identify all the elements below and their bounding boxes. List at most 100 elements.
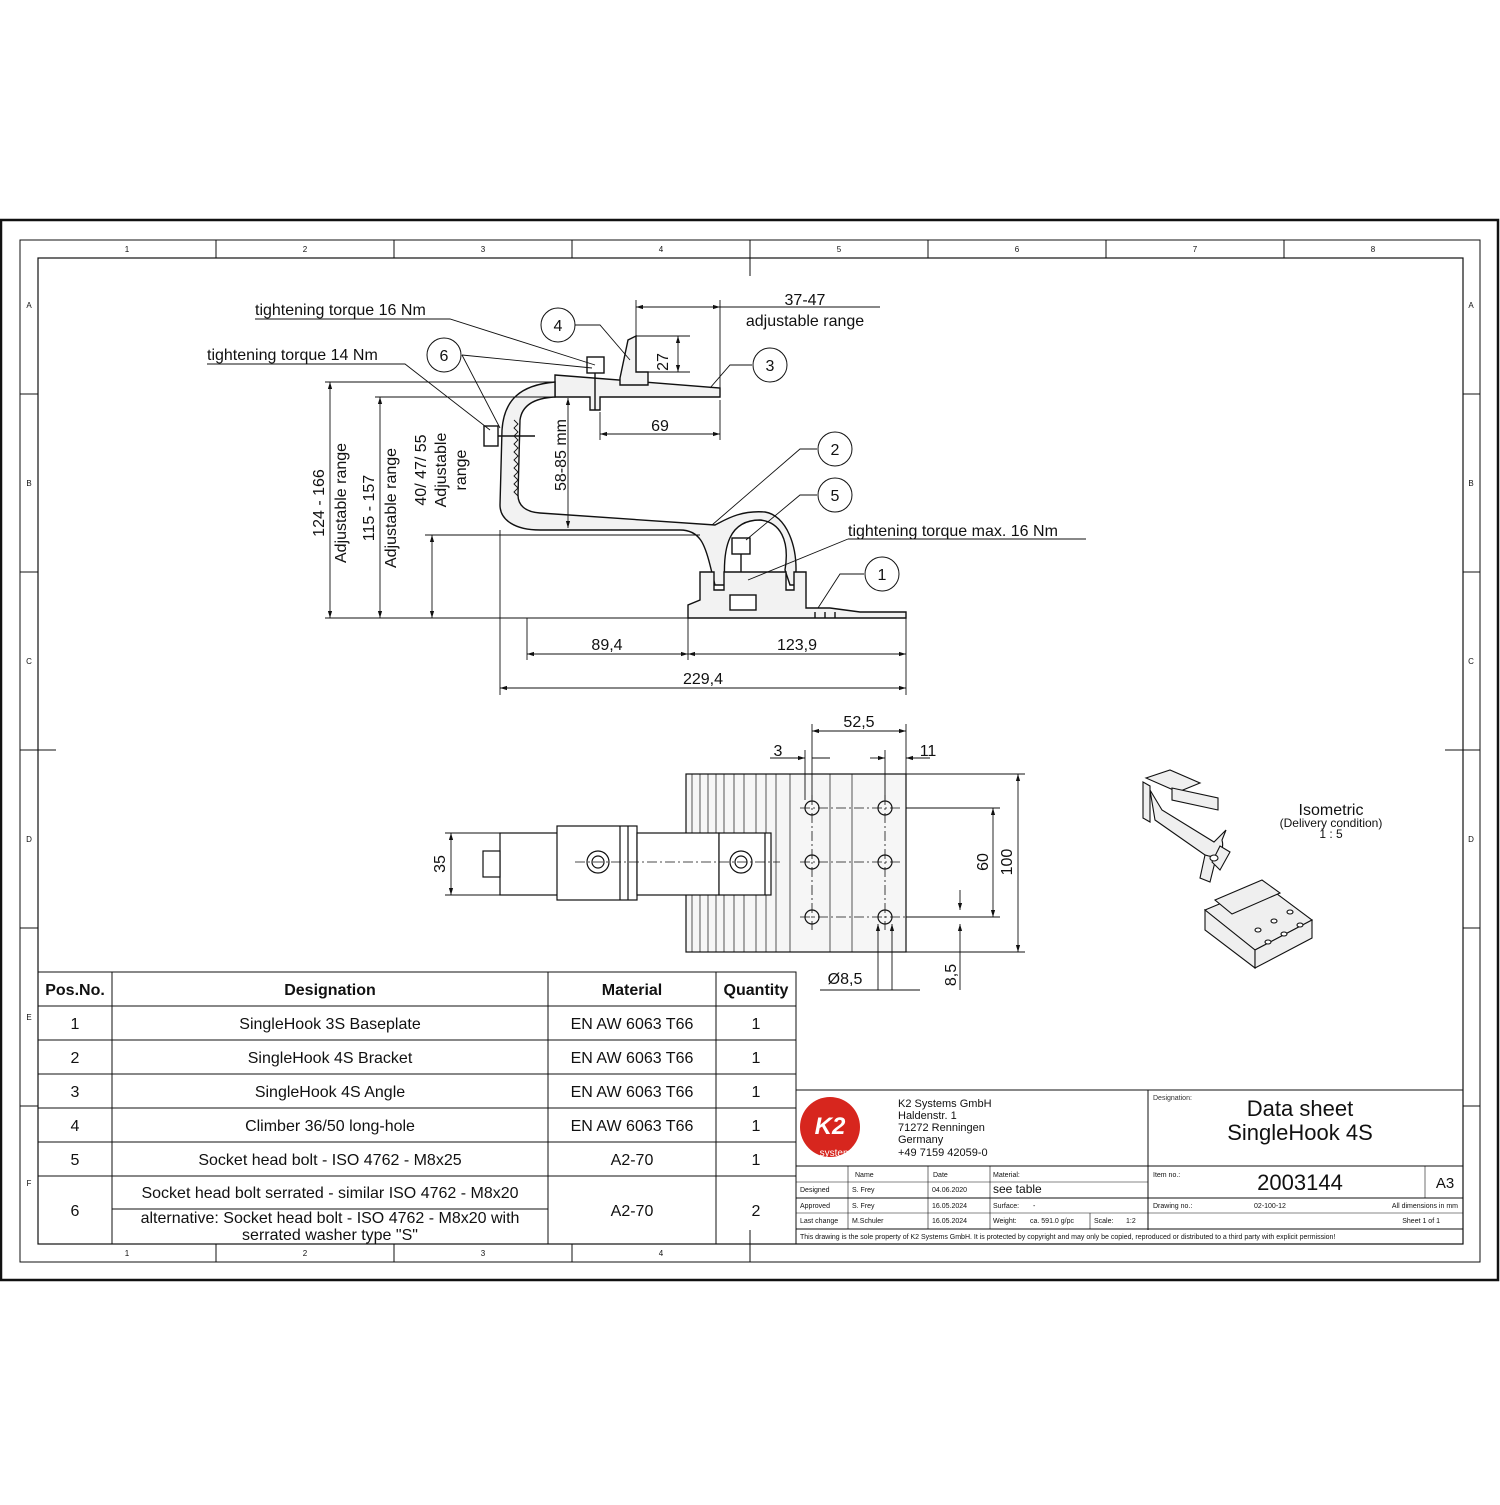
table-row-5-qty: 1 [752,1152,761,1169]
table-header-designation: Designation [284,982,376,999]
torque-max16-label: tightening torque max. 16 Nm [848,523,1058,540]
balloon-1-circle [864,556,900,592]
approved-name: S. Frey [852,1203,875,1210]
dim-52-5: 52,5 [843,714,874,731]
table-row-5-designation: Socket head bolt - ISO 4762 - M8x25 [198,1152,461,1169]
k2-logo-sub: systems [820,1148,857,1159]
approved-date: 16.05.2024 [932,1203,967,1210]
table-row-6-designation-alt-1: alternative: Socket head bolt - ISO 4762… [141,1210,520,1227]
isometric-title: Isometric [1299,802,1364,819]
balloon-3: 3 [766,358,775,375]
table-row-1-qty: 1 [752,1016,761,1033]
table-row-1-material: EN AW 6063 T66 [571,1016,694,1033]
table-header-pos: Pos.No. [45,982,105,999]
balloon-5-circle [817,477,853,513]
top-view-dimension-lines [445,724,1025,991]
dim-40-47-55-caption-2: range [453,449,470,490]
sheet-format: A3 [1436,1175,1454,1192]
dim-40-47-55-caption-1: Adjustable [433,433,450,508]
designation-line-1: Data sheet [1247,1096,1353,1121]
company-city: 71272 Renningen [898,1122,985,1134]
designed-date: 04.06.2020 [932,1187,967,1194]
grid-row-a-left: A [26,301,32,310]
dim-100: 100 [999,849,1016,876]
dim-adjustable-range: adjustable range [746,313,864,330]
table-row-6-designation: Socket head bolt serrated - similar ISO … [141,1185,518,1202]
side-view-dimension-lines [207,300,1086,695]
drawing-no: 02-100-12 [1254,1203,1286,1210]
balloon-2-circle [817,431,853,467]
table-row-4-designation: Climber 36/50 long-hole [245,1118,415,1135]
col-date-label: Date [933,1172,948,1179]
weight-label: Weight: [993,1218,1017,1225]
parts-table [37,971,797,1245]
company-name: K2 Systems GmbH [898,1098,992,1110]
dim-35: 35 [432,855,449,873]
balloon-5: 5 [831,488,840,505]
company-phone: +49 7159 42059-0 [898,1147,988,1159]
table-row-5-material: A2-70 [611,1152,654,1169]
company-street: Haldenstr. 1 [898,1110,957,1122]
table-header-quantity: Quantity [724,982,789,999]
grid-col-1: 1 [125,245,130,254]
dim-27: 27 [655,353,672,371]
table-header-material: Material [602,982,662,999]
grid-ticks [20,240,1480,1262]
torque-14-label: tightening torque 14 Nm [207,347,378,364]
grid-col-7: 7 [1193,245,1198,254]
table-row-3-pos: 3 [71,1084,80,1101]
grid-col-6: 6 [1015,245,1020,254]
grid-col-5: 5 [837,245,842,254]
table-row-4-material: EN AW 6063 T66 [571,1118,694,1135]
side-view [483,334,907,619]
grid-row-e-left: E [26,1013,31,1022]
table-row-1-designation: SingleHook 3S Baseplate [239,1016,421,1033]
scale-label: Scale: [1094,1218,1114,1225]
balloon-4: 4 [554,318,563,335]
dimensions-note: All dimensions in mm [1392,1203,1458,1210]
isometric-view [1142,769,1314,970]
dim-60: 60 [975,853,992,871]
surface-value: - [1033,1203,1036,1210]
dim-3: 3 [774,743,783,760]
approved-label: Approved [800,1203,830,1210]
copyright-notice: This drawing is the sole property of K2 … [800,1234,1335,1241]
weight-value: ca. 591.0 g/pc [1030,1218,1074,1225]
grid-col-bottom-2: 2 [303,1249,308,1258]
balloon-1: 1 [878,567,887,584]
grid-row-f-left: F [27,1179,32,1188]
balloon-6-circle [426,337,462,373]
balloon-3-circle [752,347,788,383]
table-row-6-material: A2-70 [611,1203,654,1220]
table-row-1-pos: 1 [71,1016,80,1033]
torque-16-label: tightening torque 16 Nm [255,302,426,319]
dim-115-157: 115 - 157 [361,475,378,542]
item-no-label: Item no.: [1153,1172,1180,1179]
designation-label: Designation: [1153,1095,1192,1102]
designed-name: S. Frey [852,1187,875,1194]
grid-row-b-right: B [1468,479,1473,488]
table-row-2-pos: 2 [71,1050,80,1067]
dim-11: 11 [920,743,937,760]
lastchange-date: 16.05.2024 [932,1218,967,1225]
dim-37-47: 37-47 [785,292,826,309]
table-row-5-pos: 5 [71,1152,80,1169]
balloon-4-circle [540,307,576,343]
table-row-6-pos: 6 [71,1203,80,1220]
title-block [795,1089,1464,1245]
grid-col-bottom-4: 4 [659,1249,664,1258]
k2-logo: K2 systems [800,1097,860,1159]
top-view [482,773,965,953]
dim-123-9: 123,9 [777,637,817,654]
balloon-2: 2 [831,442,840,459]
designed-label: Designed [800,1187,830,1194]
sheet-count: Sheet 1 of 1 [1402,1218,1440,1225]
table-row-6-designation-alt-2: serrated washer type "S" [242,1227,418,1244]
designation-line-2: SingleHook 4S [1227,1120,1373,1145]
grid-row-d-left: D [26,835,32,844]
grid-row-c-right: C [1468,657,1474,666]
dim-diameter-8-5: Ø8,5 [828,971,863,988]
dim-89-4: 89,4 [591,637,622,654]
grid-row-b-left: B [26,479,31,488]
